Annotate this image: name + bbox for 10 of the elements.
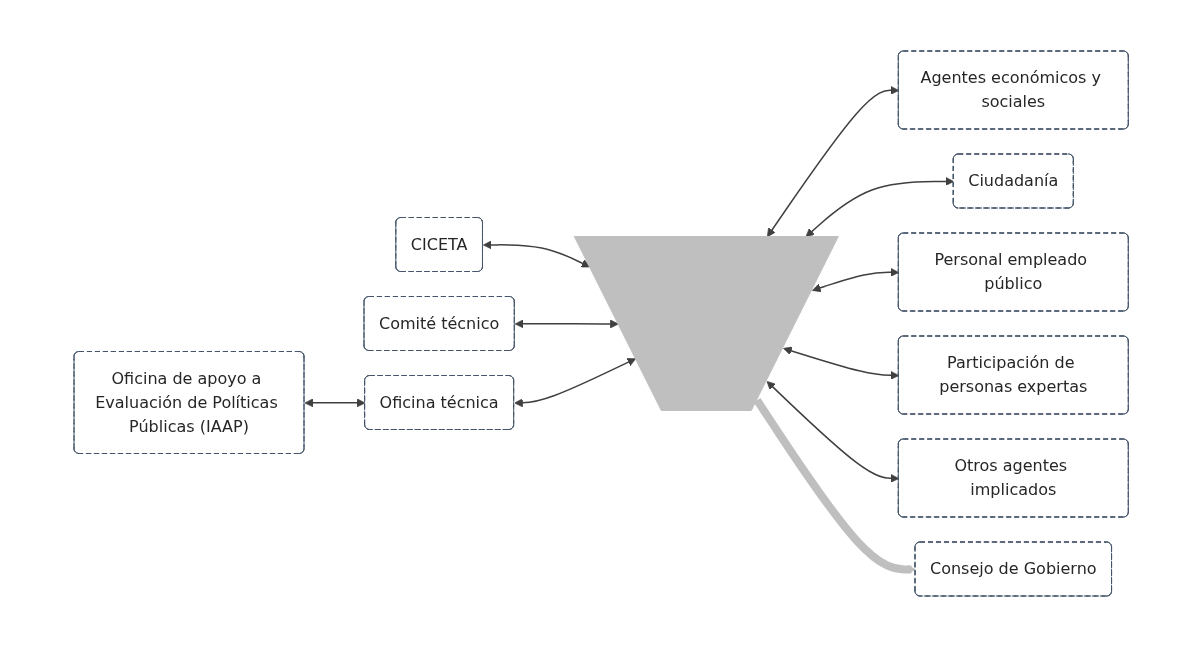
arrow [754, 398, 917, 574]
arrow [812, 267, 900, 293]
arrow [766, 381, 900, 483]
arrow [805, 177, 955, 238]
arrow [483, 240, 591, 268]
arrow [783, 346, 900, 380]
arrow [514, 358, 637, 408]
node-arrow [574, 236, 840, 411]
arrow [767, 85, 900, 238]
arrow [304, 398, 366, 408]
